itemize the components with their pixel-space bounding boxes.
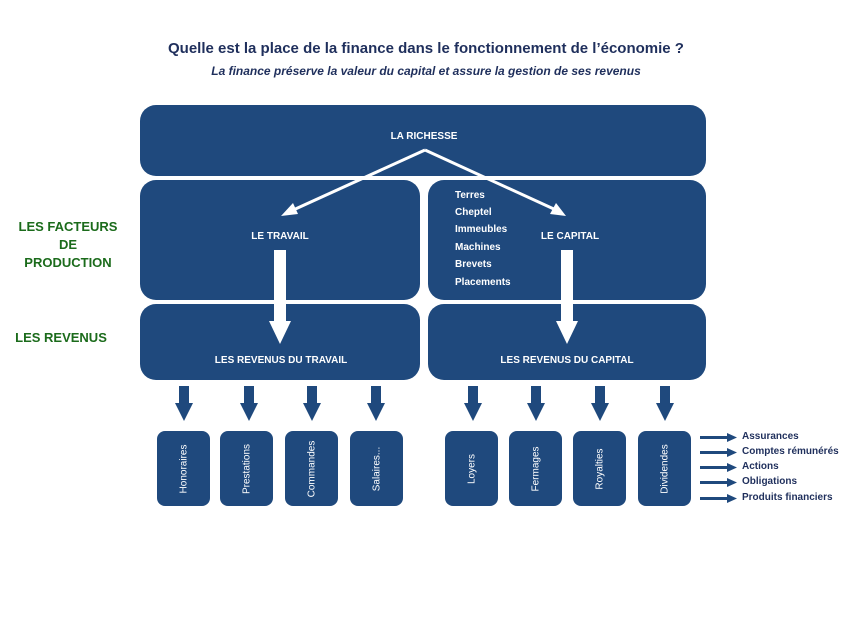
- arrow-out-5-shaft: [700, 497, 728, 500]
- revenue-column-royalties: Royalties: [573, 431, 626, 506]
- arrow-out-5-head: [727, 494, 737, 503]
- asset-item: Immeubles: [455, 224, 508, 235]
- dividend-output: Produits financiers: [742, 492, 833, 503]
- arrow-richesse-capital-head: [550, 203, 566, 216]
- arrow-down-loyers-head: [464, 403, 482, 421]
- arrow-richesse-travail-line: [290, 148, 426, 213]
- asset-item: Placements: [455, 277, 511, 288]
- asset-item: Cheptel: [455, 207, 492, 218]
- revenue-label: Dividendes: [659, 443, 670, 494]
- arrow-down-royalties-head: [591, 403, 609, 421]
- label-richesse: LA RICHESSE: [390, 131, 458, 142]
- arrow-out-4-shaft: [700, 481, 728, 484]
- arrow-travail-revenus-head: [269, 321, 291, 344]
- revenue-column-prestations: Prestations: [220, 431, 273, 506]
- dividend-output: Obligations: [742, 476, 797, 487]
- asset-item: Terres: [455, 190, 485, 201]
- label-revenus-travail: LES REVENUS DU TRAVAIL: [214, 355, 348, 366]
- revenue-label: Commandes: [306, 440, 317, 497]
- revenue-column-salaires: Salaires...: [350, 431, 403, 506]
- revenue-label: Royalties: [594, 447, 605, 490]
- arrow-down-prestations-shaft: [244, 386, 254, 404]
- revenue-label: Fermages: [530, 445, 541, 492]
- arrow-down-prestations-head: [240, 403, 258, 421]
- label-facteurs-line2: PRODUCTION: [24, 255, 112, 270]
- revenue-column-dividendes: Dividendes: [638, 431, 691, 506]
- arrow-down-honoraires-shaft: [179, 386, 189, 404]
- arrow-down-commandes-shaft: [307, 386, 317, 404]
- arrow-out-1-head: [727, 433, 737, 442]
- dividend-output: Comptes rémunérés: [742, 446, 839, 457]
- arrow-richesse-travail-head: [281, 203, 298, 216]
- arrow-down-salaires-shaft: [371, 386, 381, 404]
- revenue-label: Loyers: [466, 453, 477, 484]
- revenue-label: Prestations: [241, 443, 252, 494]
- dividend-output: Assurances: [742, 431, 799, 442]
- revenue-label: Salaires...: [371, 446, 382, 491]
- label-facteurs-line1: LES FACTEURS DE: [18, 219, 118, 252]
- arrow-down-royalties-shaft: [595, 386, 605, 404]
- label-revenus-capital: LES REVENUS DU CAPITAL: [500, 355, 634, 366]
- asset-item: Machines: [455, 242, 501, 253]
- arrow-richesse-capital-line: [424, 148, 557, 212]
- arrow-capital-revenus-head: [556, 321, 578, 344]
- arrow-out-2-head: [727, 448, 737, 457]
- arrow-out-3-head: [727, 463, 737, 472]
- arrow-capital-revenus-shaft: [561, 250, 573, 322]
- arrow-down-commandes-head: [303, 403, 321, 421]
- box-richesse: [140, 105, 706, 176]
- arrow-down-fermages-head: [527, 403, 545, 421]
- asset-item: Brevets: [455, 259, 492, 270]
- diagram-title: Quelle est la place de la finance dans l…: [168, 40, 684, 57]
- arrow-out-2-shaft: [700, 451, 728, 454]
- arrow-down-dividendes-head: [656, 403, 674, 421]
- revenue-column-fermages: Fermages: [509, 431, 562, 506]
- label-capital: LE CAPITAL: [540, 231, 600, 242]
- arrow-out-1-shaft: [700, 436, 728, 439]
- revenue-column-loyers: Loyers: [445, 431, 498, 506]
- label-facteurs-production: LES FACTEURS DE PRODUCTION: [8, 218, 128, 272]
- arrow-down-fermages-shaft: [531, 386, 541, 404]
- revenue-column-honoraires: Honoraires: [157, 431, 210, 506]
- arrow-out-3-shaft: [700, 466, 728, 469]
- arrow-down-dividendes-shaft: [660, 386, 670, 404]
- arrow-down-loyers-shaft: [468, 386, 478, 404]
- arrow-down-salaires-head: [367, 403, 385, 421]
- arrow-travail-revenus-shaft: [274, 250, 286, 322]
- arrow-down-honoraires-head: [175, 403, 193, 421]
- arrow-out-4-head: [727, 478, 737, 487]
- label-les-revenus: LES REVENUS: [15, 330, 107, 345]
- revenue-column-commandes: Commandes: [285, 431, 338, 506]
- dividend-output: Actions: [742, 461, 779, 472]
- diagram-subtitle: La finance préserve la valeur du capital…: [211, 64, 641, 78]
- revenue-label: Honoraires: [178, 444, 189, 493]
- label-travail: LE TRAVAIL: [251, 231, 309, 242]
